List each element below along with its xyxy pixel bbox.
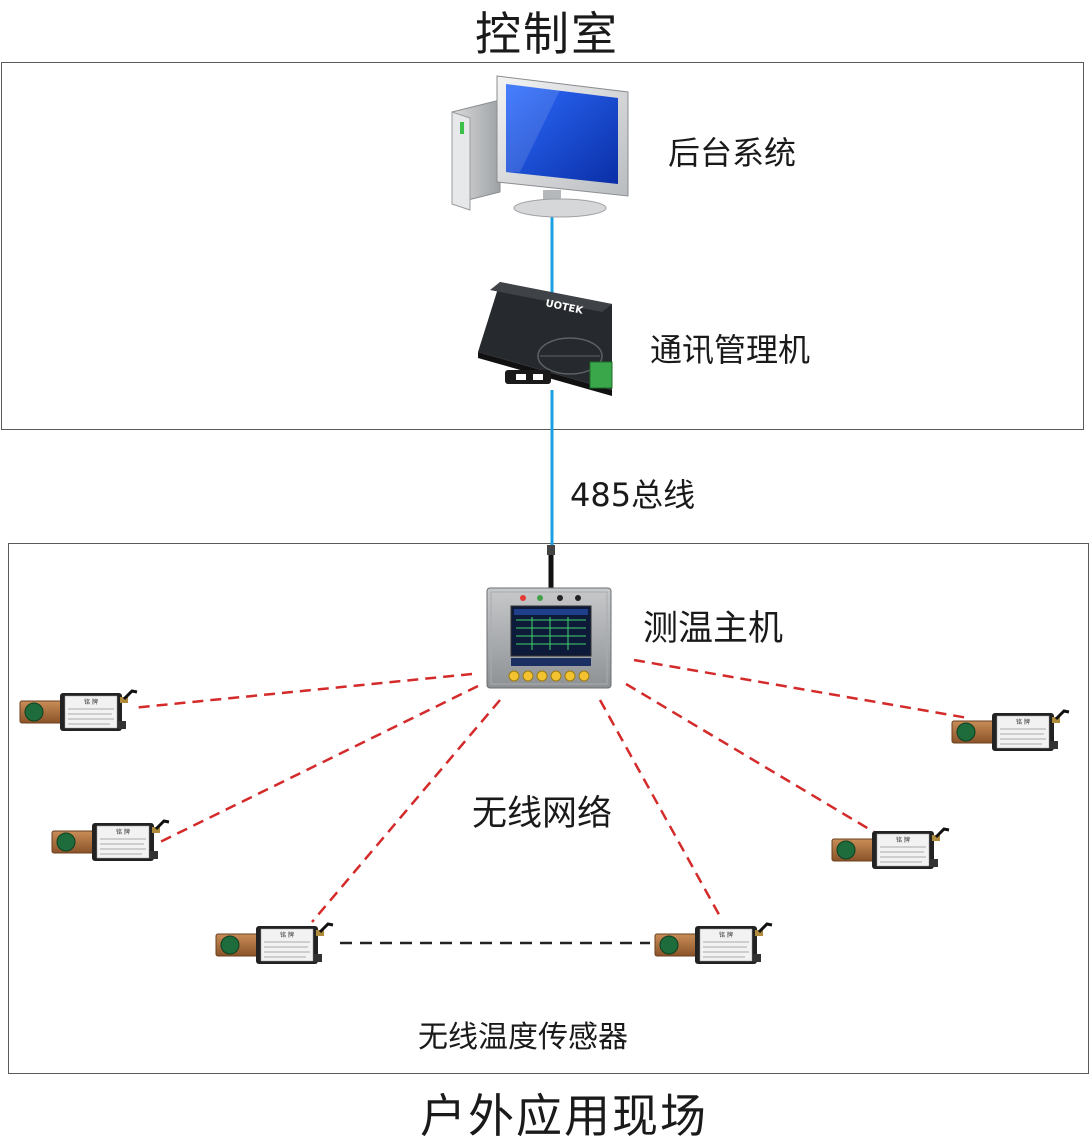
wireless-link bbox=[625, 682, 875, 834]
wireless-link bbox=[311, 699, 501, 923]
computer-icon bbox=[451, 75, 629, 218]
wireless-link bbox=[598, 699, 724, 921]
field-site-title: 户外应用现场 bbox=[420, 1089, 708, 1143]
comm-manager-device-icon: UOTEK bbox=[478, 282, 613, 396]
backend-system-label: 后台系统 bbox=[668, 134, 797, 172]
wireless-link bbox=[633, 658, 969, 720]
wireless-sensor-icon bbox=[50, 819, 171, 863]
wireless-link bbox=[131, 672, 473, 710]
wireless-sensor-icon bbox=[214, 922, 335, 966]
wireless-links bbox=[131, 658, 969, 923]
bus-label: 485总线 bbox=[570, 476, 696, 514]
wireless-sensor-icon bbox=[653, 922, 774, 966]
wireless-sensor-icon bbox=[950, 709, 1071, 753]
control-room-title: 控制室 bbox=[475, 7, 619, 61]
host-label: 测温主机 bbox=[643, 609, 784, 649]
comm-manager-label: 通讯管理机 bbox=[650, 331, 811, 369]
temperature-host-device-icon bbox=[486, 545, 612, 689]
sensors-label: 无线温度传感器 bbox=[418, 1020, 628, 1055]
wireless-sensor-icon bbox=[18, 689, 139, 733]
wireless-network-label: 无线网络 bbox=[472, 794, 613, 834]
wireless-sensor-icon bbox=[830, 827, 951, 871]
wireless-link bbox=[159, 684, 479, 844]
